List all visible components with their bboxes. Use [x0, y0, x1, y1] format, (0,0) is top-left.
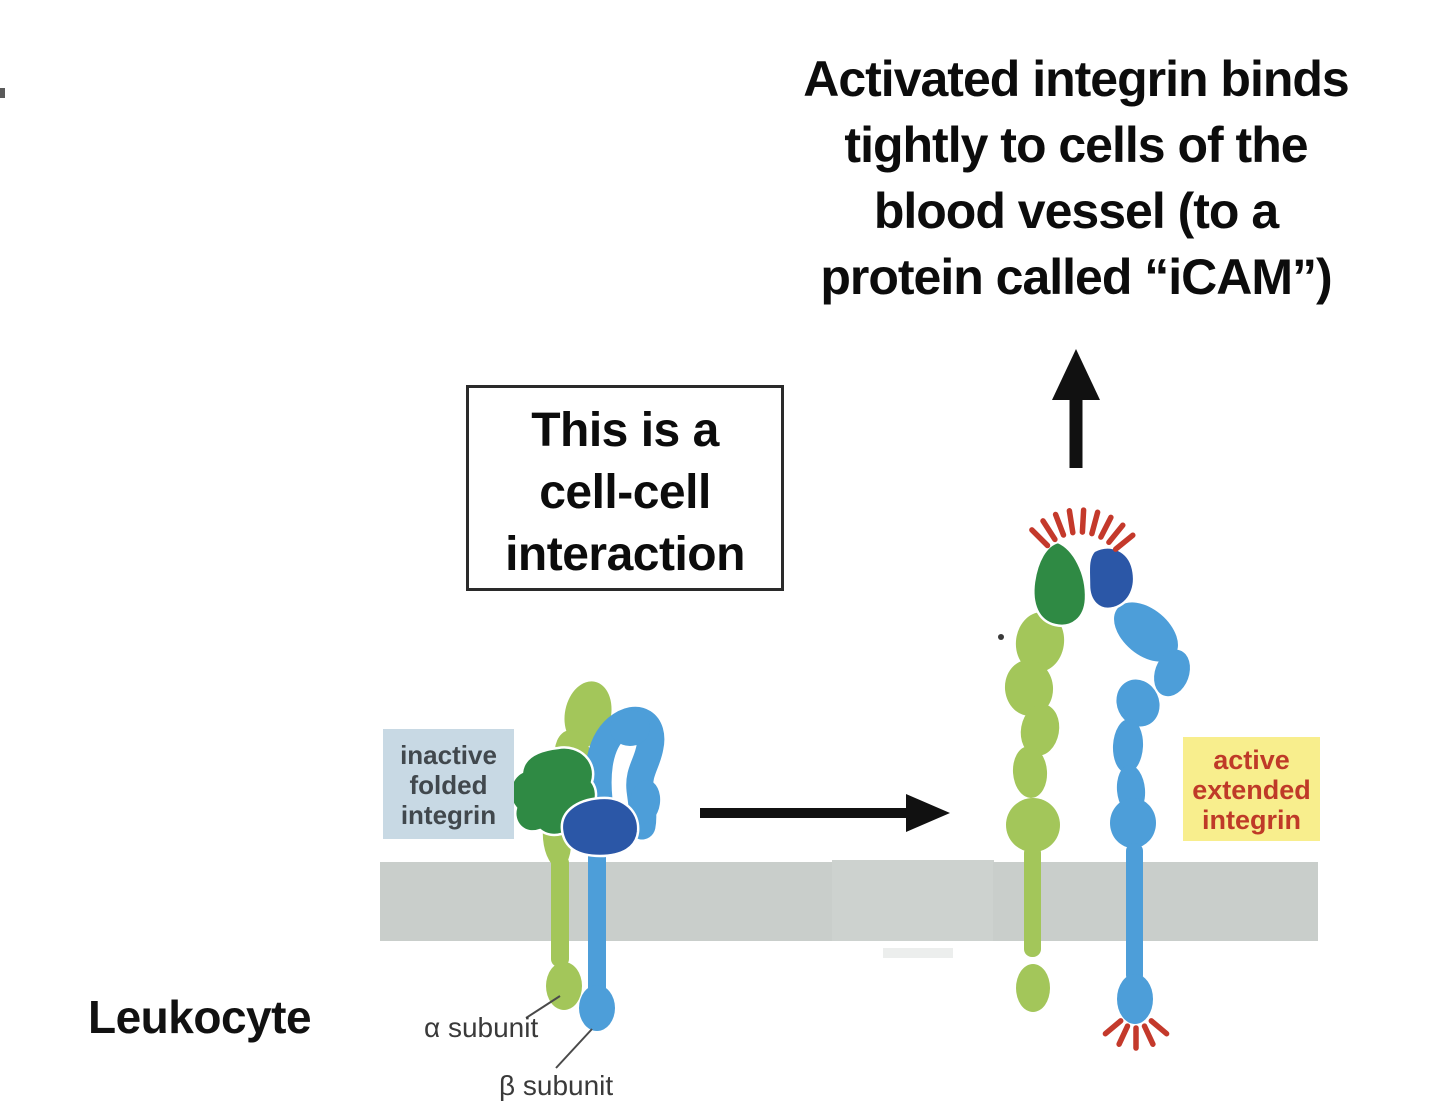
callout-box: This is a cell-cell interaction — [466, 385, 784, 591]
beta-head-folded — [560, 796, 640, 858]
inactive-label-line: folded — [409, 770, 488, 800]
alpha-subunit-leader-line — [525, 995, 561, 1019]
active-label-line: active — [1213, 745, 1290, 775]
heading-line: Activated integrin binds — [803, 51, 1350, 107]
active-label-line: integrin — [1202, 805, 1301, 835]
inactive-integrin-label: inactive folded integrin — [383, 729, 514, 839]
beta-subunit-extended-shape — [1110, 602, 1190, 1024]
beta-head-extended — [1087, 546, 1136, 611]
activation-sparks-top — [1029, 507, 1136, 552]
heading-line: protein called “iCAM”) — [820, 249, 1332, 305]
heading-text: Activated integrin binds tightly to cell… — [695, 46, 1440, 310]
cell-membrane — [380, 860, 1318, 958]
membrane-smudge — [883, 948, 953, 958]
alpha-subunit-label: α subunit — [424, 1012, 539, 1043]
beta-subunit-leader-line — [555, 1028, 593, 1069]
inactive-label-line: inactive — [400, 740, 497, 770]
alpha-subunit-extended-shape — [1004, 612, 1065, 1012]
alpha-head-extended — [1032, 540, 1088, 628]
active-label-line: extended — [1192, 775, 1311, 805]
heading-line: blood vessel (to a — [873, 183, 1279, 239]
activation-up-arrow — [1052, 349, 1100, 468]
inactive-label-line: integrin — [400, 800, 497, 830]
membrane-right-segment — [993, 862, 1318, 941]
edge-artifact-speck — [0, 88, 5, 98]
membrane-middle-segment — [832, 860, 994, 941]
tiny-speck — [998, 634, 1004, 640]
inactive-folded-integrin — [509, 681, 665, 1031]
beta-subunit-shape — [579, 706, 665, 1031]
callout-line: cell-cell — [539, 466, 711, 519]
transition-right-arrow — [700, 794, 950, 832]
active-extended-integrin — [1004, 507, 1190, 1051]
cell-label: Leukocyte — [88, 991, 312, 1043]
activation-sparks-bottom — [1102, 1018, 1170, 1051]
callout-line: This is a — [531, 404, 719, 457]
beta-subunit-label: β subunit — [499, 1070, 614, 1101]
heading-line: tightly to cells of the — [844, 117, 1308, 173]
callout-line: interaction — [505, 528, 745, 581]
active-integrin-label: active extended integrin — [1183, 737, 1320, 841]
